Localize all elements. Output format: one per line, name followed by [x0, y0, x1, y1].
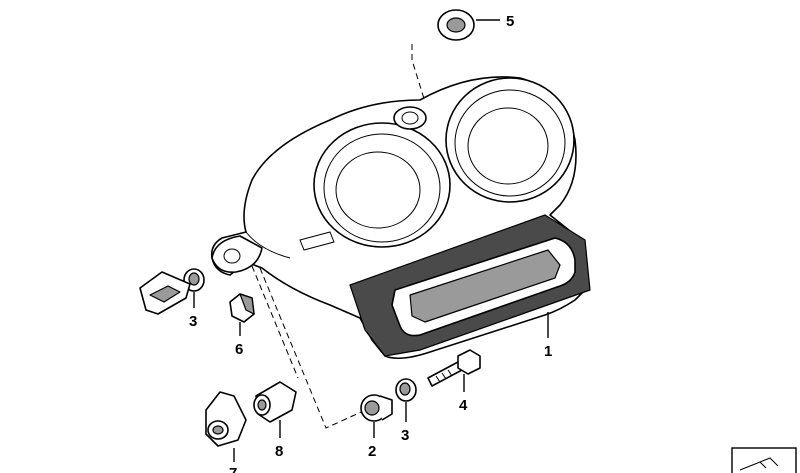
grommet-part-2 [360, 394, 393, 422]
callout-6: 6 [235, 341, 243, 358]
instrument-housing [210, 76, 591, 360]
leader-lines [193, 19, 549, 462]
callout-3b: 3 [401, 427, 409, 444]
bolt-part-4 [427, 349, 481, 387]
sensor-part-7 [205, 391, 247, 447]
callout-5: 5 [506, 13, 514, 30]
clip-bracket [139, 271, 191, 315]
bushing-part-8 [253, 381, 297, 423]
callout-4: 4 [459, 397, 468, 414]
assembly-guide-lines [251, 44, 431, 429]
corner-logo-box [731, 447, 797, 473]
cap-part-6 [229, 293, 255, 323]
callout-8: 8 [275, 443, 283, 460]
washer-part-5 [437, 9, 475, 41]
callout-7: 7 [229, 465, 237, 473]
callout-3a: 3 [189, 313, 197, 330]
grommet-part-3-right [395, 378, 417, 402]
callout-1: 1 [544, 343, 552, 360]
callout-labels: 5 1 3 6 4 3 2 8 7 [189, 13, 552, 473]
callout-2: 2 [368, 443, 376, 460]
